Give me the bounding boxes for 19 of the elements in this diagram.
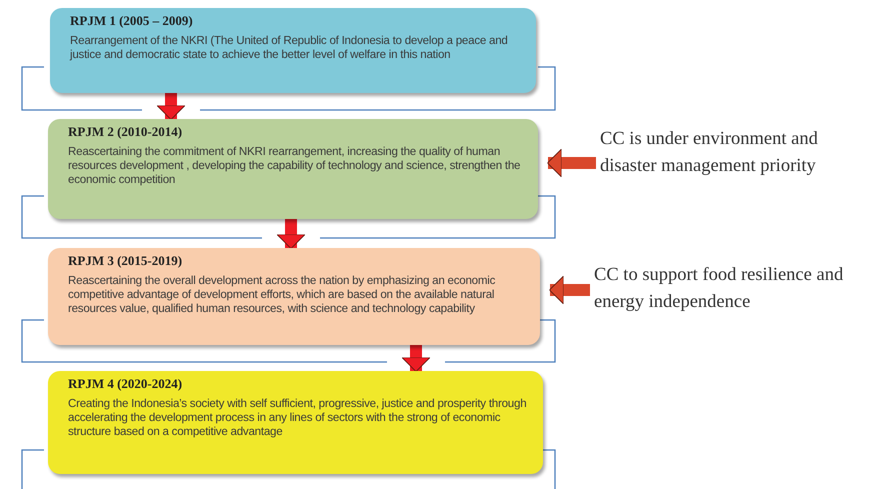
stage-title: RPJM 3 (2015-2019) [68,253,182,269]
stage-description: Reascertaining the commitment of NKRI rearrangement, increasing the quality of human resources development , developing the capability of technology and science, strengthen the economic competition [68,145,522,187]
stage-box [48,248,540,345]
stage-title: RPJM 4 (2020-2024) [68,376,182,392]
arrow [156,93,186,120]
arrow [547,148,596,178]
arrow [549,276,590,304]
stage-title: RPJM 1 (2005 – 2009) [70,13,193,29]
note-text: CC is under environment and disaster management priority [600,126,860,184]
stage-box [48,119,538,219]
note-text: CC to support food resilience and energy independence [594,262,864,320]
arrow [276,219,306,249]
stage-description: Reascertaining the overall development across the nation by emphasizing an economic competitive advantage of development efforts, which are based on the available natural resources value, qualified human resources, with science and technology capability [68,274,496,316]
stage-box [48,371,543,474]
stage-description: Rearrangement of the NKRI (The United of Republic of Indonesia to develop a peace and justice and democratic state to achieve the better level of welfare in this nation [70,34,509,62]
stage-description: Creating the Indonesia’s society with self sufficient, progressive, justice and prosperity through accelerating the development process in any lines of sectors with the strong of economic structure based on a competitive advantage [68,397,527,439]
stage-box [50,8,536,93]
arrow [402,345,430,372]
stage-title: RPJM 2 (2010-2014) [68,124,182,140]
